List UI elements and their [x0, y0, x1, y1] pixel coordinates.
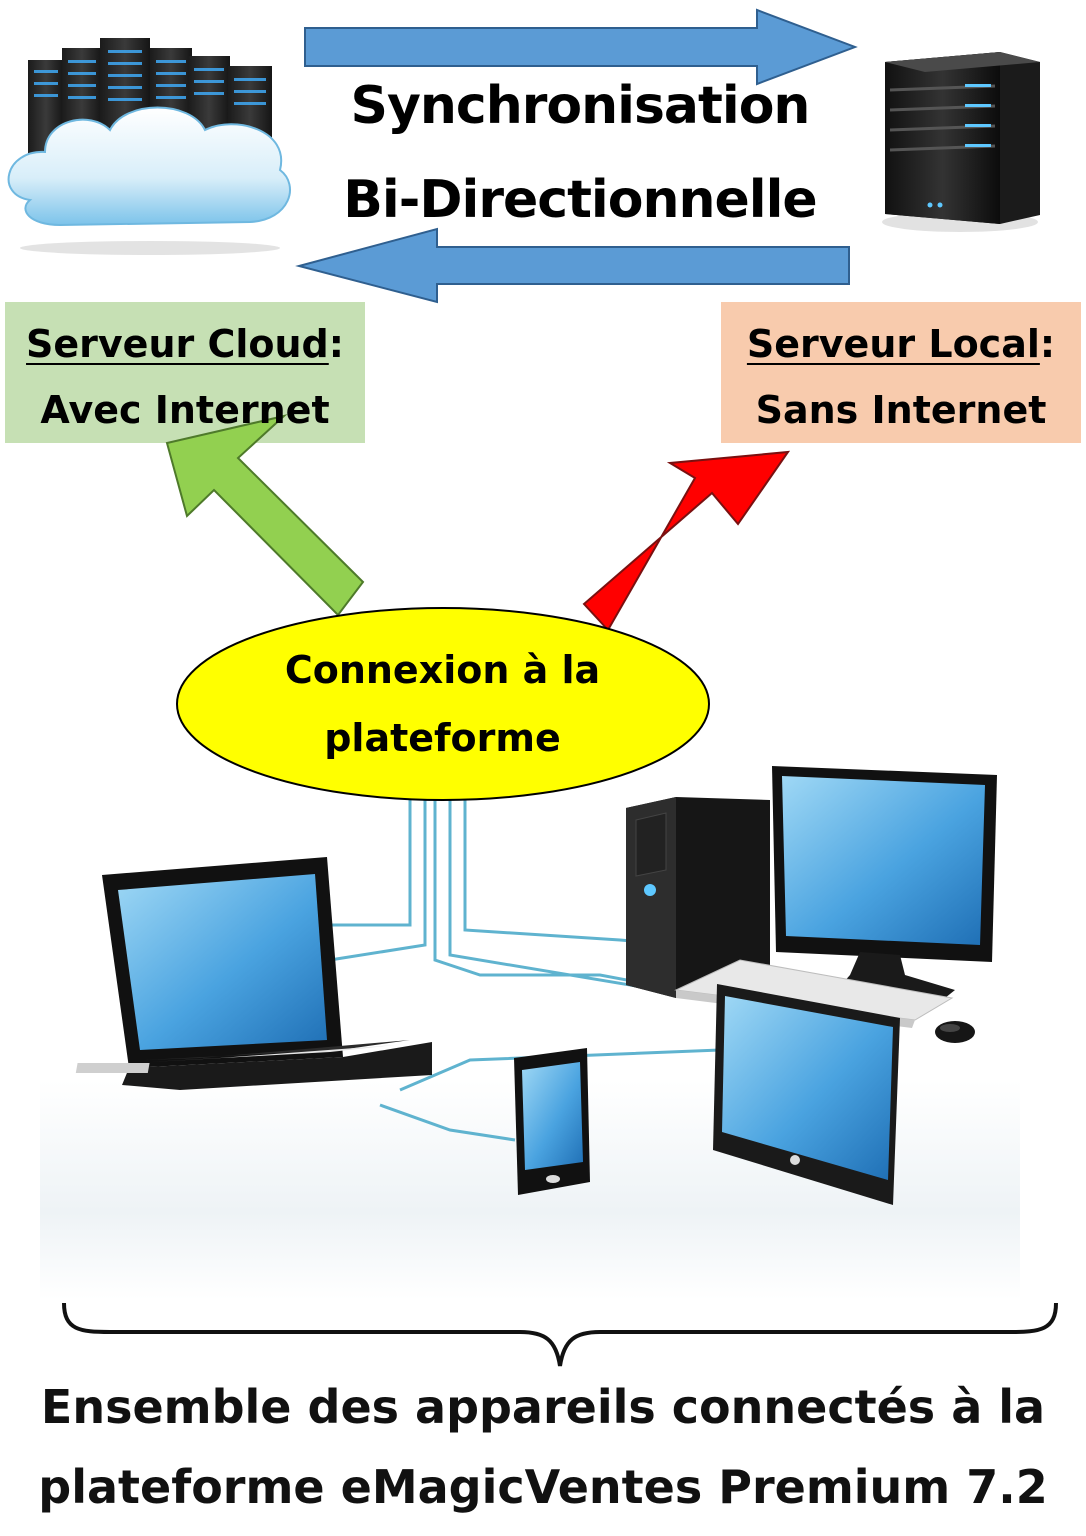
local-box-title-row: Serveur Local:	[721, 322, 1081, 366]
local-box-title: Serveur Local	[746, 322, 1040, 366]
cloud-box-title: Serveur Cloud	[26, 322, 329, 366]
cloud-server-icon	[7, 38, 291, 255]
local-server-icon	[882, 52, 1040, 232]
cloud-box-subtitle: Avec Internet	[40, 388, 330, 432]
smartphone-icon	[514, 1048, 590, 1195]
connection-ellipse-bg	[176, 607, 710, 801]
footer-caption-line2: plateforme eMagicVentes Premium 7.2	[38, 1460, 1048, 1514]
local-connection-arrow	[582, 450, 791, 632]
sync-title-line1: Synchronisation	[350, 76, 811, 136]
cloud-server-box: Serveur Cloud: Avec Internet	[5, 302, 365, 443]
local-box-subtitle: Sans Internet	[755, 388, 1047, 432]
tablet-icon	[713, 984, 900, 1205]
connection-label-line2: plateforme	[324, 716, 561, 760]
sync-arrow-left	[295, 227, 850, 304]
sync-arrow-right	[304, 8, 858, 86]
local-box-colon: :	[1039, 322, 1056, 366]
cloud-box-title-row: Serveur Cloud:	[5, 322, 365, 366]
desktop-monitor-icon	[772, 766, 997, 998]
laptop-icon	[75, 857, 432, 1090]
footer-caption-line1: Ensemble des appareils connectés à la	[40, 1380, 1046, 1434]
local-box-bg	[721, 302, 1081, 443]
cloud-box-colon: :	[328, 322, 344, 366]
sync-title-line2: Bi-Directionnelle	[343, 170, 817, 230]
desktop-tower-icon	[626, 797, 770, 998]
cloud-connection-arrow	[165, 414, 365, 617]
local-server-box: Serveur Local: Sans Internet	[721, 302, 1081, 443]
connection-label-line1: Connexion à la	[284, 648, 601, 692]
grouping-brace	[62, 1302, 1058, 1367]
cloud-box-bg	[5, 302, 365, 443]
mouse-icon	[935, 1021, 975, 1043]
